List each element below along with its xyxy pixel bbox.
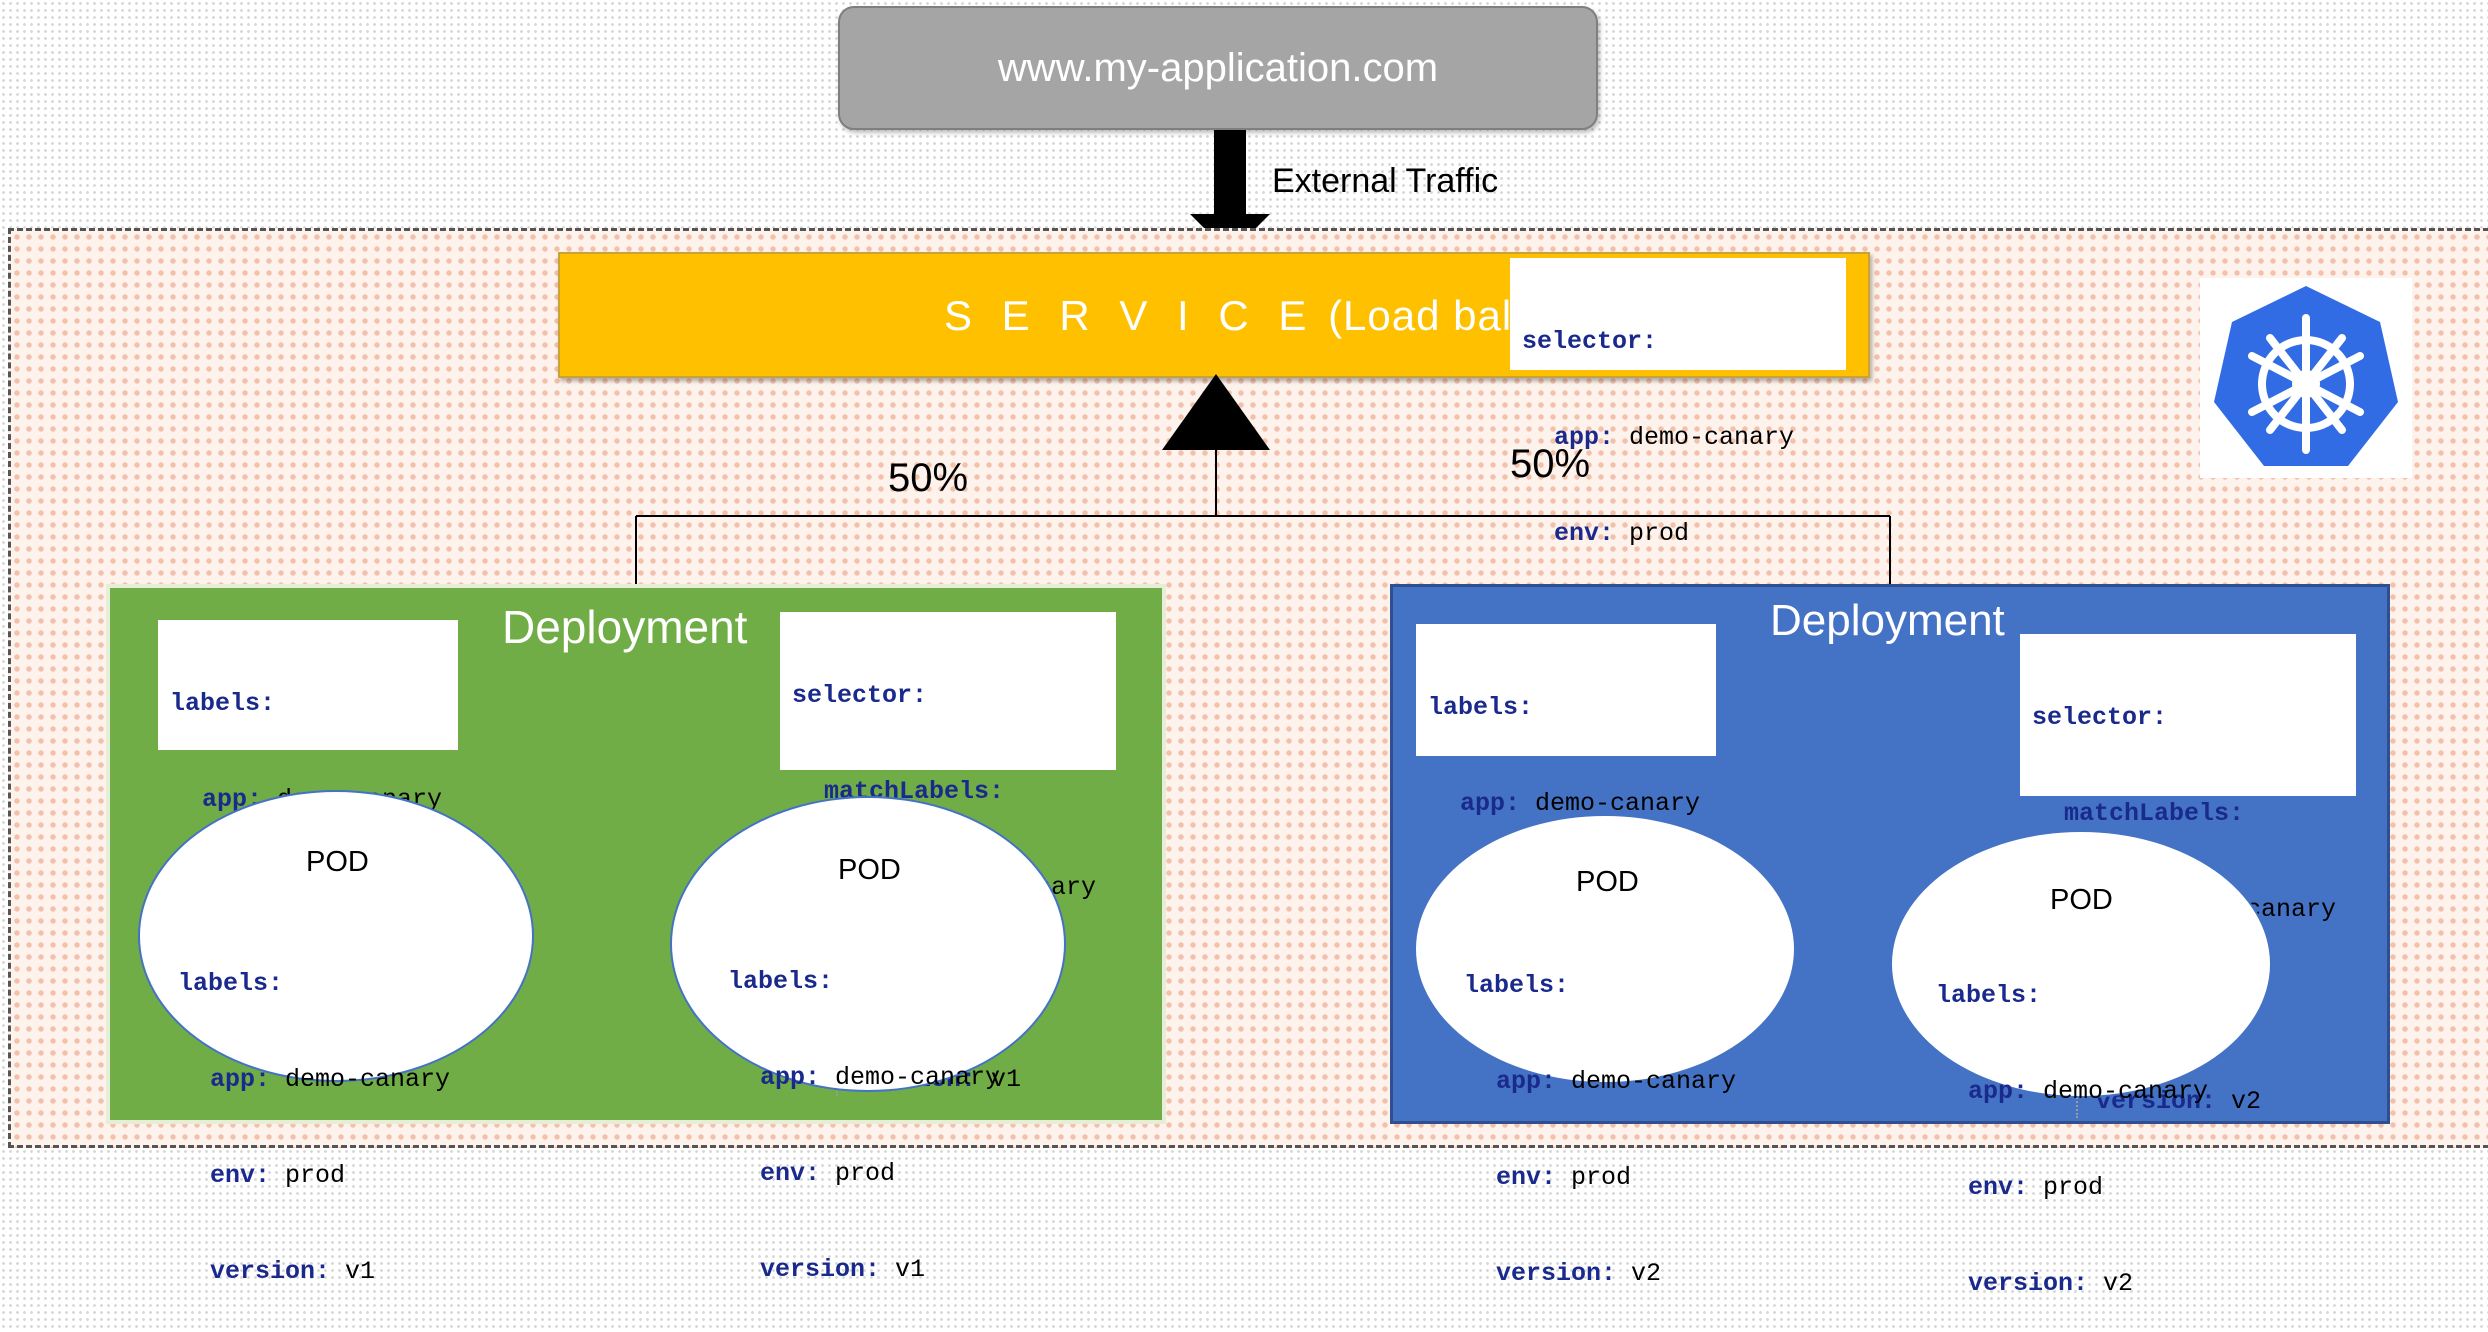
- deployment-v2-title: Deployment: [1770, 596, 2005, 645]
- pod-v2-b-labels: labels: app: demo-canary env: prod versi…: [1936, 916, 2208, 1332]
- app-value: demo-canary: [2043, 1077, 2209, 1106]
- deployment-v1-title: Deployment: [502, 601, 748, 653]
- env-key: env:: [1968, 1173, 2029, 1202]
- version-value: v2: [2231, 1087, 2262, 1116]
- version-value: v1: [991, 1065, 1022, 1094]
- pod-v2-a-labels: labels: app: demo-canary env: prod versi…: [1464, 906, 1736, 1322]
- service-env-value: prod: [1629, 519, 1690, 548]
- pod-v1-a-labels: labels: app: demo-canary env: prod versi…: [178, 904, 450, 1320]
- selector-key: selector:: [2032, 703, 2168, 732]
- pod-title: POD: [838, 854, 901, 886]
- version-key: version:: [1968, 1269, 2089, 1298]
- service-selector-card: selector: app: demo-canary env: prod: [1510, 258, 1846, 548]
- url-label: www.my-application.com: [997, 45, 1439, 90]
- pod-title: POD: [1576, 866, 1639, 898]
- app-key: app:: [1496, 1067, 1557, 1096]
- pod-v1-b-labels: labels: app: demo-canary env: prod versi…: [728, 902, 1000, 1318]
- env-value: prod: [835, 1159, 896, 1188]
- version-value: v1: [895, 1255, 926, 1284]
- pod-title: POD: [306, 846, 369, 878]
- selector-key: selector:: [792, 681, 928, 710]
- version-value: v2: [1631, 1259, 1662, 1288]
- labels-key: labels:: [170, 689, 276, 718]
- app-key: app:: [210, 1065, 271, 1094]
- env-key: env:: [1496, 1163, 1557, 1192]
- matchlabels-key: matchLabels:: [2064, 799, 2245, 828]
- app-value: demo-canary: [285, 1065, 451, 1094]
- app-key: app:: [1460, 789, 1521, 818]
- split-right-percent: 50%: [1510, 442, 1591, 486]
- app-value: demo-canary: [1535, 789, 1701, 818]
- pod-title: POD: [2050, 884, 2113, 916]
- labels-key: labels:: [728, 967, 834, 996]
- labels-key: labels:: [178, 969, 284, 998]
- version-key: version:: [760, 1255, 881, 1284]
- env-key: env:: [760, 1159, 821, 1188]
- service-title-spaced: S E R V I C E: [944, 292, 1316, 339]
- env-key: env:: [210, 1161, 271, 1190]
- deployment-v1-labels-card: labels: app: demo-canary env: prod versi…: [158, 620, 458, 1006]
- service-app-value: demo-canary: [1629, 423, 1795, 452]
- env-value: prod: [285, 1161, 346, 1190]
- labels-key: labels:: [1464, 971, 1570, 1000]
- labels-key: labels:: [1428, 693, 1534, 722]
- kubernetes-icon-frame: [2200, 278, 2412, 478]
- split-left-percent: 50%: [888, 456, 969, 500]
- version-value: v2: [2103, 1269, 2134, 1298]
- service-app-key: app:: [1554, 423, 1615, 452]
- app-value: demo-canary: [835, 1063, 1001, 1092]
- pod-v1-a: [138, 790, 534, 1082]
- pod-v2-a: [1414, 814, 1796, 1084]
- deployment-v2-selector-card: selector: matchLabels: app: demo-canary …: [2020, 634, 2356, 1118]
- service-env-key: env:: [1554, 519, 1615, 548]
- external-traffic-label: External Traffic: [1272, 162, 1499, 200]
- pod-v2-b: [1890, 830, 2272, 1098]
- env-value: prod: [1571, 1163, 1632, 1192]
- deployment-v2-labels-card: labels: app: demo-canary env: prod versi…: [1416, 624, 1716, 1010]
- app-key: app:: [1968, 1077, 2029, 1106]
- kubernetes-helm-icon: [2214, 286, 2398, 466]
- pod-v1-b: [670, 796, 1066, 1092]
- service-selector-key: selector:: [1522, 327, 1658, 356]
- url-box: www.my-application.com: [838, 6, 1598, 130]
- deployment-v1-selector-card: selector: matchLabels: app: demo-canary …: [780, 612, 1116, 1096]
- app-key: app:: [760, 1063, 821, 1092]
- version-value: v1: [345, 1257, 376, 1286]
- version-key: version:: [210, 1257, 331, 1286]
- version-key: version:: [1496, 1259, 1617, 1288]
- app-value: demo-canary: [1571, 1067, 1737, 1096]
- traffic-split-connector: [635, 374, 1891, 588]
- env-value: prod: [2043, 1173, 2104, 1202]
- labels-key: labels:: [1936, 981, 2042, 1010]
